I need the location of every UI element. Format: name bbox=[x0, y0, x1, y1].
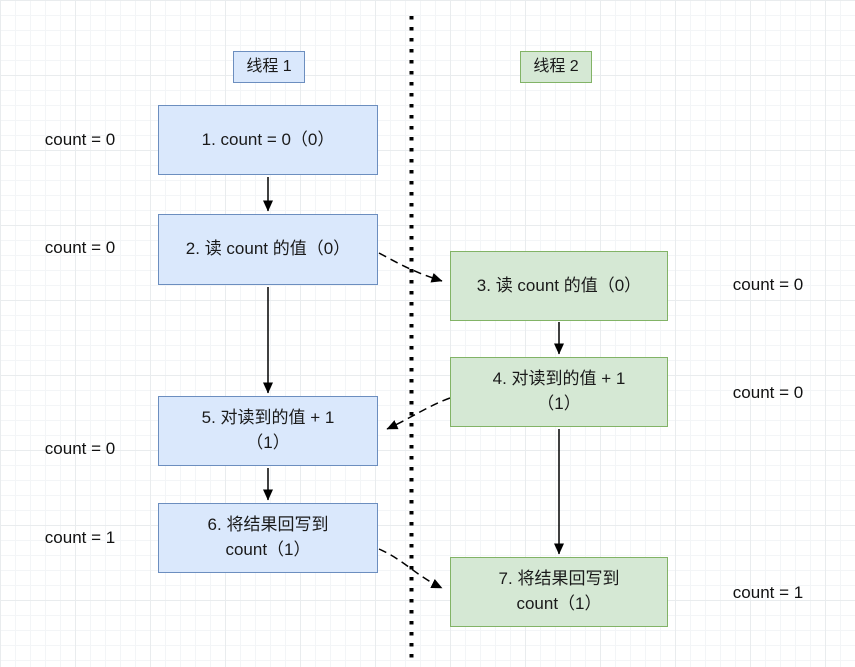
step6-box: 6. 将结果回写到 count（1） bbox=[158, 503, 378, 573]
dashed-arrow-step2-to-step3 bbox=[378, 252, 443, 283]
step3-box: 3. 读 count 的值（0） bbox=[450, 251, 668, 321]
step1-box: 1. count = 0（0） bbox=[158, 105, 378, 175]
count-label-step2: count = 0 bbox=[44, 238, 116, 257]
count-label-step7: count = 1 bbox=[732, 583, 804, 602]
thread1-header: 线程 1 bbox=[233, 51, 305, 83]
thread2-header: 线程 2 bbox=[520, 51, 592, 83]
count-label-step4: count = 0 bbox=[732, 383, 804, 402]
count-label-step3: count = 0 bbox=[732, 275, 804, 294]
count-label-step1: count = 0 bbox=[44, 130, 116, 149]
dashed-arrow-step4-to-step5 bbox=[386, 397, 451, 430]
count-label-step5: count = 0 bbox=[44, 439, 116, 458]
dashed-arrow-step6-to-step7 bbox=[378, 548, 443, 589]
count-label-step6: count = 1 bbox=[44, 528, 116, 547]
step4-box: 4. 对读到的值 + 1 （1） bbox=[450, 357, 668, 427]
step5-box: 5. 对读到的值 + 1 （1） bbox=[158, 396, 378, 466]
step2-box: 2. 读 count 的值（0） bbox=[158, 214, 378, 285]
step7-box: 7. 将结果回写到 count（1） bbox=[450, 557, 668, 627]
